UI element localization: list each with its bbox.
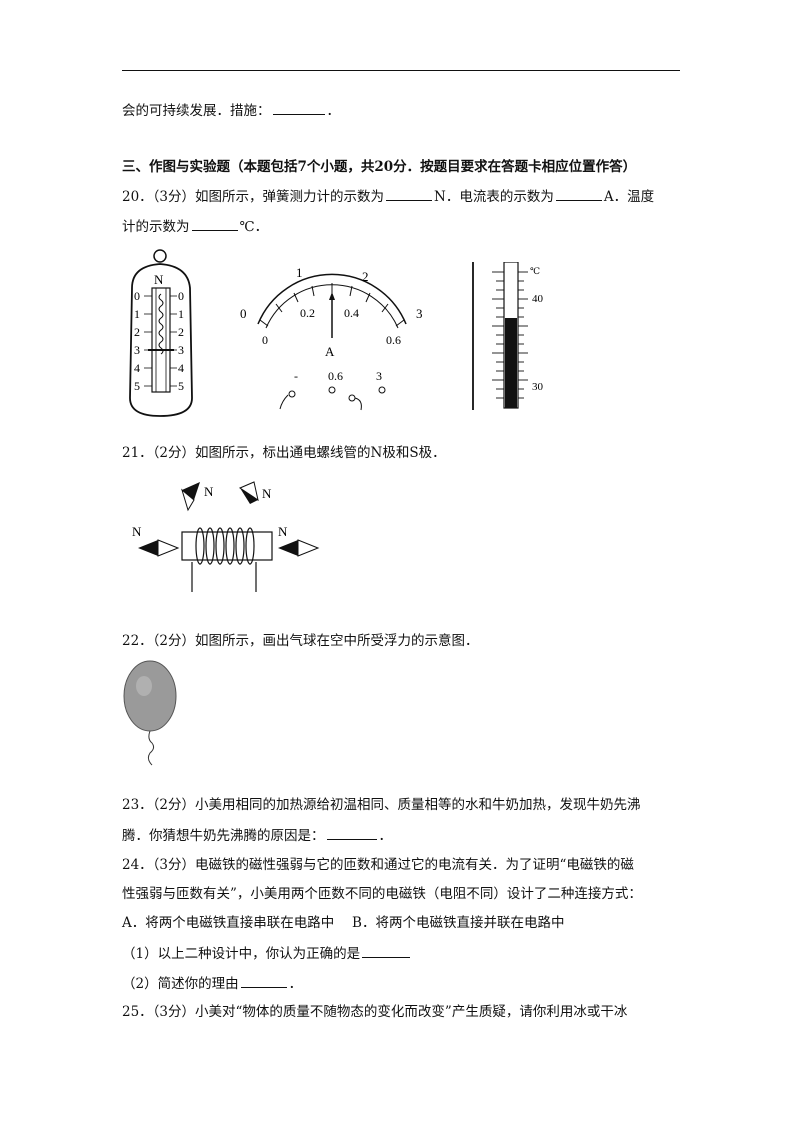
q20-line1: 20．（3分）如图所示，弹簧测力计的示数为 N．电流表的示数为 A．温度 <box>122 187 654 206</box>
carryover-end: ． <box>326 103 341 119</box>
ammeter-unit: A <box>325 344 335 359</box>
compass-n-label: N <box>278 524 288 539</box>
ammeter-label: 3 <box>416 306 423 321</box>
spring-scale-left-labels: 0 1 2 3 4 5 <box>134 289 140 393</box>
spring-scale-right-labels: 0 1 2 3 4 5 <box>178 289 184 393</box>
q23-text-b: 腾．你猜想牛奶先沸腾的原因是： <box>122 828 325 844</box>
q20-text-d: 计的示数为 <box>122 219 190 235</box>
q25-line1: 25．（3分）小美对“物体的质量不随物态的变化而改变”产生质疑，请你利用冰或干冰 <box>122 1004 628 1020</box>
tick-label: 1 <box>134 307 140 321</box>
tick-label: 0 <box>134 289 140 303</box>
solenoid-figure: N N N N <box>132 481 320 592</box>
thermometer-figure: ℃ 40 30 <box>472 262 544 410</box>
ammeter-label: 0 <box>240 306 247 321</box>
ammeter-ticks <box>259 283 405 327</box>
q24-options: A．将两个电磁铁直接串联在电路中 B．将两个电磁铁直接并联在电路中 <box>122 915 565 931</box>
tick-label: 3 <box>134 343 140 357</box>
answer-blank <box>191 217 238 231</box>
q23-text-c: ． <box>378 828 393 844</box>
tick-label: 0 <box>178 289 184 303</box>
ammeter-label: 2 <box>362 269 369 284</box>
ammeter-terminal-label: - <box>294 369 298 383</box>
q24-part2: （2）简述你的理由 ． <box>122 974 302 993</box>
answer-blank <box>240 974 287 988</box>
tick-label: 5 <box>178 379 184 393</box>
ammeter-terminal-label: 0.6 <box>328 369 343 383</box>
spring-scale-ticks <box>144 295 177 387</box>
ammeter-terminal-label: 3 <box>376 369 382 383</box>
ammeter-label: 0 <box>262 333 268 347</box>
thermometer-label: 30 <box>532 381 544 393</box>
ammeter-label: 0.4 <box>344 306 359 320</box>
q23-line2: 腾．你猜想牛奶先沸腾的原因是： ． <box>122 826 392 845</box>
q20-text-a: 20．（3分）如图所示，弹簧测力计的示数为 <box>122 189 385 205</box>
q20-text-e: ℃． <box>239 219 269 235</box>
answer-blank <box>362 944 411 958</box>
q24-line2: 性强弱与匝数有关”，小美用两个匝数不同的电磁铁（电阻不同）设计了二种连接方式： <box>122 886 642 902</box>
spring-scale-unit: N <box>154 272 164 287</box>
ammeter-label: 1 <box>296 265 303 280</box>
q20-line2: 计的示数为 ℃． <box>122 217 268 236</box>
tick-label: 2 <box>178 325 184 339</box>
compass-n-label: N <box>204 484 214 499</box>
compass-n-label: N <box>262 486 272 501</box>
q21-text: 21．（2分）如图所示，标出通电螺线管的N极和S极． <box>122 445 446 461</box>
carryover-line: 会的可持续发展．措施： ． <box>122 101 340 120</box>
answer-blank <box>555 187 602 201</box>
q24-line1: 24．（3分）电磁铁的磁性强弱与它的匝数和通过它的电流有关．为了证明“电磁铁的磁 <box>122 857 634 873</box>
carryover-text: 会的可持续发展．措施： <box>122 103 271 119</box>
tick-label: 2 <box>134 325 140 339</box>
ammeter-figure: 0 1 2 3 0 0.2 0.4 0.6 A - 0.6 3 <box>240 265 423 411</box>
q23-line1: 23．（2分）小美用相同的加热源给初温相同、质量相等的水和牛奶加热，发现牛奶先沸 <box>122 797 641 813</box>
tick-label: 4 <box>178 361 184 375</box>
q24-part1: （1）以上二种设计中，你认为正确的是 <box>122 944 412 963</box>
top-rule <box>122 70 680 71</box>
tick-label: 3 <box>178 343 184 357</box>
thermometer-label: 40 <box>532 293 544 305</box>
q24-text-e: （2）简述你的理由 <box>122 976 239 992</box>
answer-blank <box>326 826 377 840</box>
ammeter-label: 0.6 <box>386 333 401 347</box>
balloon-figure <box>123 660 177 766</box>
solenoid-coil <box>195 527 255 565</box>
ammeter-label: 0.2 <box>300 306 315 320</box>
answer-blank <box>386 187 433 201</box>
tick-label: 1 <box>178 307 184 321</box>
compass-n-label: N <box>132 524 142 539</box>
thermometer-ticks <box>492 271 528 399</box>
thermometer-unit: ℃ <box>530 266 540 276</box>
spring-scale-figure: N 0 1 2 3 4 5 0 1 2 3 4 5 <box>129 249 193 417</box>
q20-text-b: N．电流表的示数为 <box>434 189 554 205</box>
answer-blank <box>272 101 325 115</box>
tick-label: 4 <box>134 361 140 375</box>
q22-text: 22．（2分）如图所示，画出气球在空中所受浮力的示意图． <box>122 633 479 649</box>
q24-text-f: ． <box>288 976 303 992</box>
q24-text-d: （1）以上二种设计中，你认为正确的是 <box>122 946 361 962</box>
q20-text-c: A．温度 <box>603 189 655 205</box>
section-3-title: 三、作图与实验题（本题包括7个小题，共20分．按题目要求在答题卡相应位置作答） <box>122 159 637 175</box>
tick-label: 5 <box>134 379 140 393</box>
